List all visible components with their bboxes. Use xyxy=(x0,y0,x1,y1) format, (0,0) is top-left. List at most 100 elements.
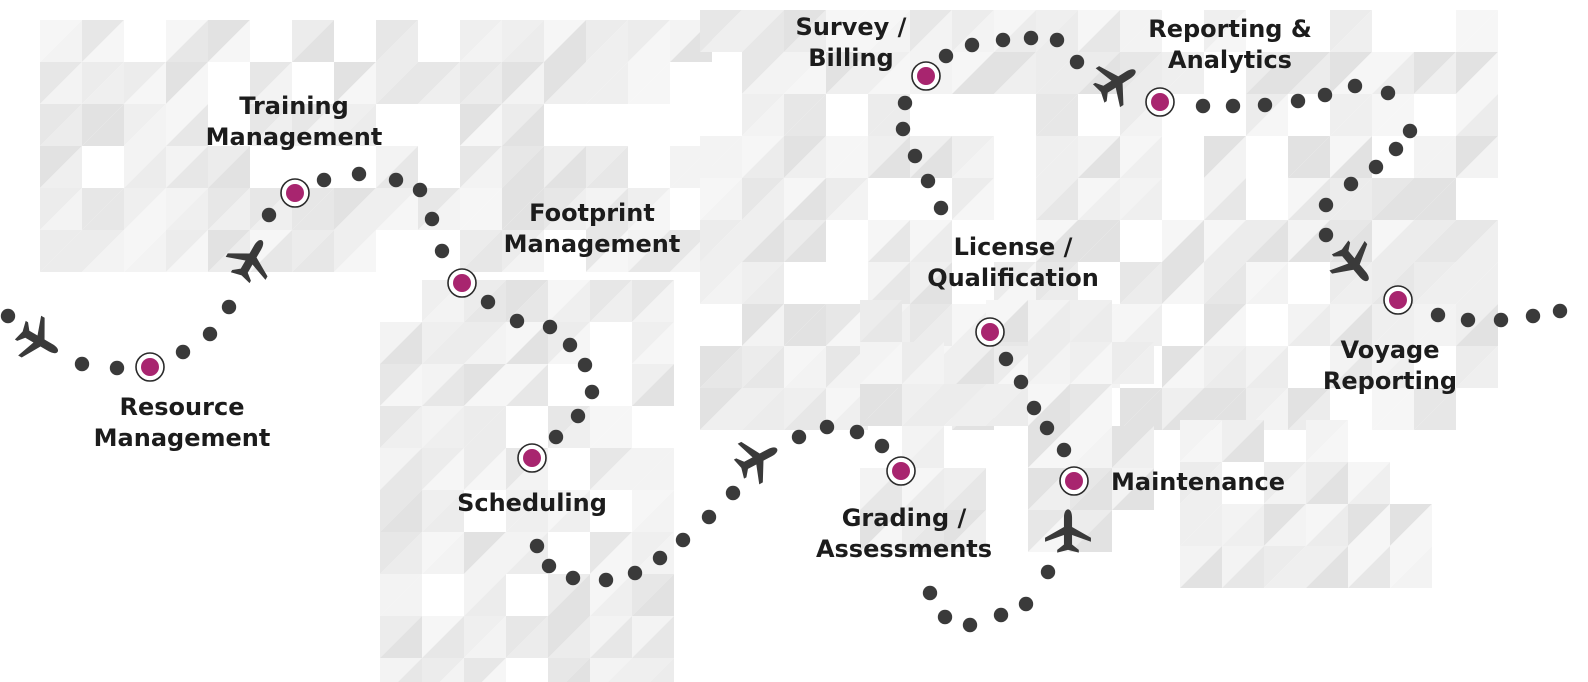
background-tile xyxy=(506,280,548,322)
path-dot xyxy=(570,408,586,424)
milestone-marker-icon xyxy=(911,61,941,91)
path-dot xyxy=(993,607,1009,623)
background-tile xyxy=(292,104,334,146)
background-tile xyxy=(1120,10,1162,52)
background-tile xyxy=(1288,388,1330,430)
background-tile xyxy=(548,280,590,322)
background-tile xyxy=(502,230,544,272)
background-tile xyxy=(1070,510,1112,552)
background-tile xyxy=(1204,220,1246,262)
background-tile xyxy=(1246,388,1288,430)
background-tile xyxy=(250,62,292,104)
path-dot xyxy=(922,585,938,601)
background-tile xyxy=(1112,342,1154,384)
background-tile xyxy=(292,188,334,230)
background-tile xyxy=(784,304,826,346)
background-tile xyxy=(1204,346,1246,388)
background-tile xyxy=(1028,426,1070,468)
path-dot xyxy=(907,148,923,164)
background-tile xyxy=(826,388,868,430)
airplane-icon xyxy=(728,428,788,490)
background-tile xyxy=(902,426,944,468)
background-tile xyxy=(1288,136,1330,178)
path-dot xyxy=(541,558,557,574)
background-tile xyxy=(380,490,422,532)
background-tile xyxy=(590,658,632,682)
background-tile xyxy=(632,616,674,658)
background-tile xyxy=(208,146,250,188)
background-tile xyxy=(1246,346,1288,388)
background-tile xyxy=(952,178,994,220)
background-tile xyxy=(826,346,868,388)
path-dot xyxy=(849,424,865,440)
background-tile xyxy=(1372,304,1414,346)
background-tile xyxy=(1204,304,1246,346)
path-dot xyxy=(584,384,600,400)
background-tile xyxy=(464,658,506,682)
path-dot xyxy=(109,360,125,376)
background-tile xyxy=(826,136,868,178)
milestone-marker-icon xyxy=(447,268,477,298)
background-tile xyxy=(544,188,586,230)
background-tile xyxy=(1264,504,1306,546)
background-tile xyxy=(868,136,910,178)
path-dot xyxy=(874,438,890,454)
path-dot xyxy=(1318,197,1334,213)
background-tile xyxy=(1036,10,1078,52)
background-tile xyxy=(608,658,632,682)
background-tile xyxy=(544,62,586,104)
background-tile xyxy=(1028,384,1070,426)
background-tile xyxy=(1390,504,1432,546)
background-tile xyxy=(868,220,910,262)
background-tile xyxy=(422,616,464,658)
background-tile xyxy=(1112,426,1154,468)
label-grading-assessments: Grading /Assessments xyxy=(815,504,993,563)
background-tile xyxy=(1162,388,1204,430)
background-tile xyxy=(700,262,742,304)
background-tile xyxy=(1204,388,1246,430)
path-dot xyxy=(261,207,277,223)
background-tile xyxy=(1028,300,1070,342)
background-tile xyxy=(1414,262,1456,304)
background-tile xyxy=(700,178,742,220)
background-tile xyxy=(380,574,422,616)
background-tile xyxy=(1264,462,1306,504)
background-tile xyxy=(628,20,670,62)
path-dot xyxy=(1040,564,1056,580)
background-tile xyxy=(910,304,952,346)
path-dot xyxy=(548,429,564,445)
background-tile xyxy=(124,230,166,272)
path-dot xyxy=(937,609,953,625)
background-tile xyxy=(742,136,784,178)
background-tile xyxy=(1330,10,1372,52)
milestone-marker-icon xyxy=(280,178,310,208)
path-dot xyxy=(1013,374,1029,390)
path-dot xyxy=(1402,123,1418,139)
background-tile xyxy=(82,20,124,62)
path-dot xyxy=(529,538,545,554)
path-dot xyxy=(1195,98,1211,114)
background-tile xyxy=(548,574,590,616)
background-tile xyxy=(784,388,826,430)
background-tile xyxy=(1028,342,1070,384)
background-tile xyxy=(566,658,590,682)
path-dot xyxy=(424,211,440,227)
path-dot xyxy=(998,351,1014,367)
path-dot xyxy=(175,344,191,360)
path-dot xyxy=(351,166,367,182)
background-tile xyxy=(1306,546,1348,588)
path-dot xyxy=(434,243,450,259)
background-tile xyxy=(422,448,464,490)
background-tile xyxy=(1348,462,1390,504)
background-tile xyxy=(1330,346,1372,388)
background-tile xyxy=(826,304,868,346)
background-tile xyxy=(250,230,292,272)
background-tile xyxy=(1456,262,1498,304)
background-tile xyxy=(826,52,868,94)
path-dot xyxy=(480,294,496,310)
background-tile xyxy=(1222,504,1264,546)
background-tile xyxy=(334,62,376,104)
background-tile xyxy=(166,146,208,188)
